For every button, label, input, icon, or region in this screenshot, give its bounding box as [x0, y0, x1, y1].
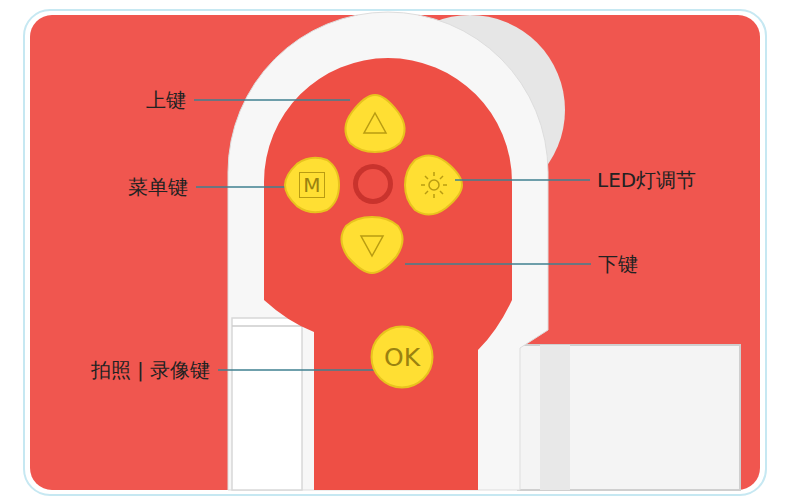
button-text: OK	[384, 345, 420, 370]
button-text: M	[299, 172, 324, 198]
callout-label: 上键	[146, 88, 186, 112]
menu-button: M	[283, 152, 341, 218]
callout-label: 下键	[598, 252, 638, 276]
ok-button: OK	[370, 325, 434, 389]
callout-label: 拍照 | 录像键	[91, 358, 210, 382]
callout-label: LED灯调节	[597, 168, 696, 192]
callout-label: 菜单键	[128, 175, 188, 199]
